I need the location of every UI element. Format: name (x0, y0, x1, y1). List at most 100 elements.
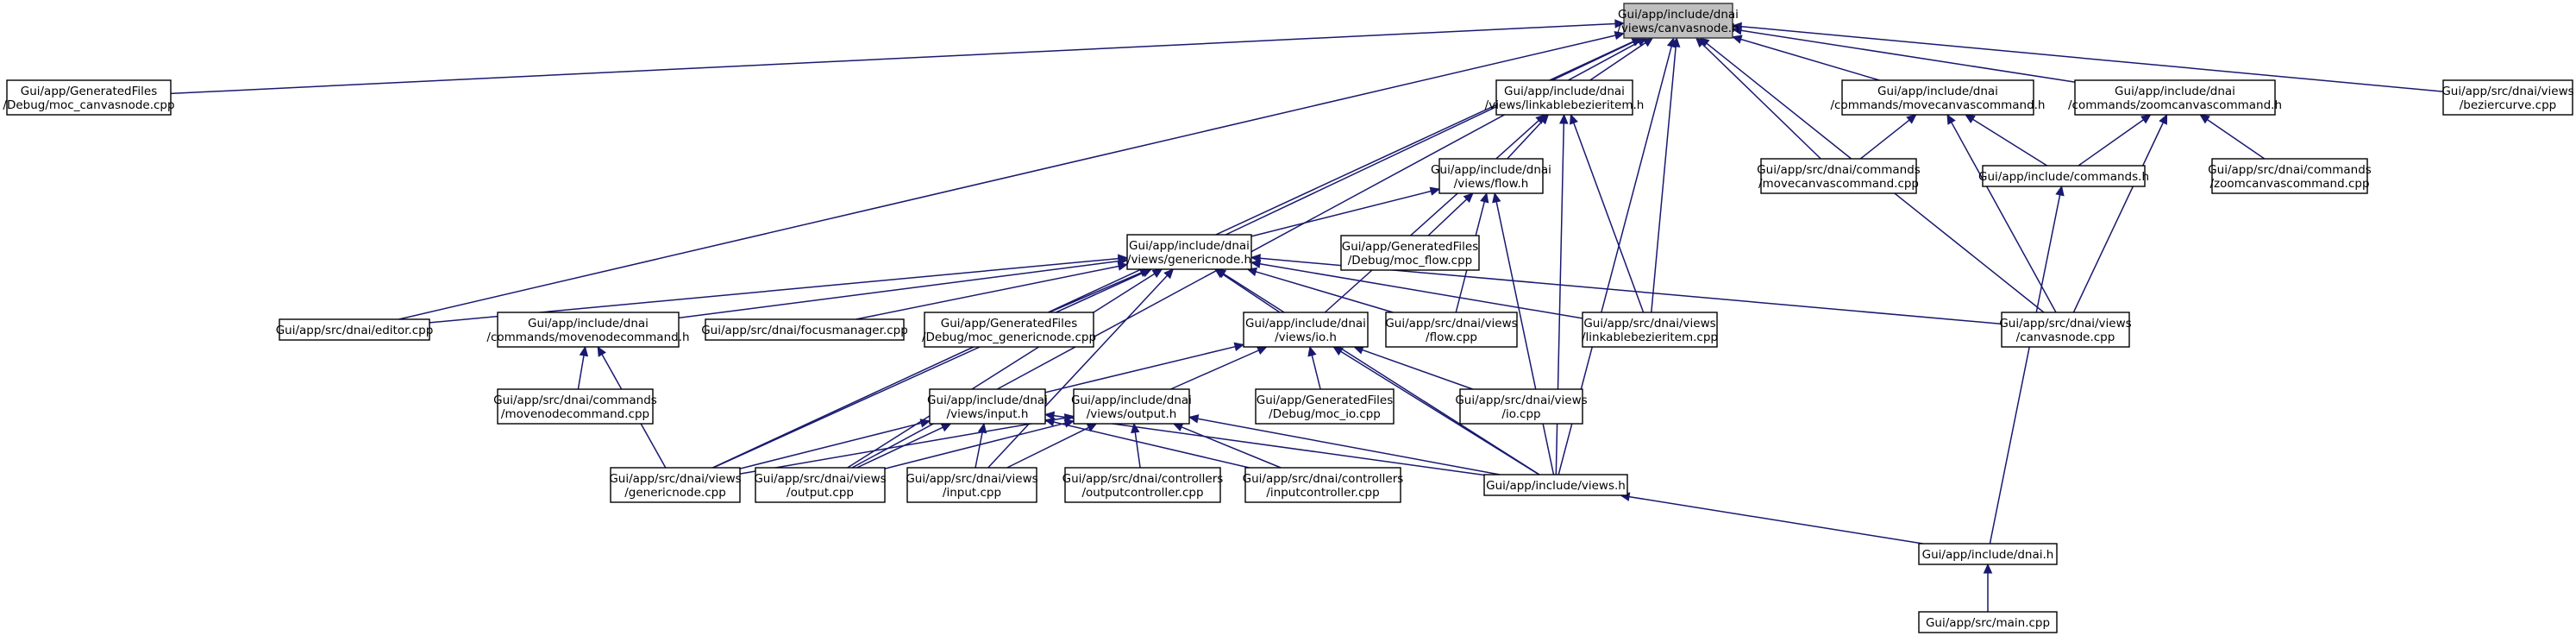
node-label-line: /views/input.h (947, 407, 1029, 421)
arrowhead-icon (1250, 259, 1262, 269)
edge-movecanvascommand_cpp-to-movecanvascommand_h (1859, 114, 1917, 160)
edge-line (1053, 421, 1250, 469)
node-beziercurve-cpp[interactable]: Gui/app/src/dnai/views/beziercurve.cpp (2441, 79, 2574, 116)
node-canvasnode-h[interactable]: Gui/app/include/dnai/views/canvasnode.h (1617, 3, 1739, 39)
node-flow-h[interactable]: Gui/app/include/dnai/views/flow.h (1431, 158, 1551, 194)
node-box (1438, 158, 1544, 194)
node-label-line: Gui/app/src/dnai/focusmanager.cpp (701, 324, 908, 337)
node-commands-h[interactable]: Gui/app/include/commands.h (1978, 165, 2149, 187)
node-flow-cpp[interactable]: Gui/app/src/dnai/views/flow.cpp (1385, 312, 1518, 348)
edge-line (739, 417, 1066, 475)
node-label-line: Gui/app/include/dnai (927, 394, 1048, 407)
node-canvasnode-cpp[interactable]: Gui/app/src/dnai/views/canvasnode.cpp (1999, 312, 2132, 348)
edge-line (1972, 118, 2048, 167)
edge-line (1989, 194, 2061, 545)
node-label-line: /input.cpp (943, 486, 1001, 500)
edge-genericnode_cpp-to-genericnode_h (712, 268, 1153, 469)
node-genericnode-cpp[interactable]: Gui/app/src/dnai/views/genericnode.cpp (609, 467, 742, 503)
arrowhead-icon (1172, 423, 1184, 431)
nodes-layer: Gui/app/include/dnai/views/canvasnode.hG… (3, 3, 2574, 633)
arrowhead-icon (919, 419, 931, 428)
node-linkablebezieritem-cpp[interactable]: Gui/app/src/dnai/views/linkablebezierite… (1582, 312, 1718, 348)
edge-line (170, 22, 1616, 95)
node-zoomcanvascommand-cpp[interactable]: Gui/app/src/dnai/commands/zoomcanvascomm… (2208, 158, 2372, 194)
node-label-line: Gui/app/src/dnai/commands (493, 394, 657, 407)
node-moc-canvasnode[interactable]: Gui/app/GeneratedFiles/Debug/moc_canvasn… (3, 79, 175, 116)
node-moc-genericnode[interactable]: Gui/app/GeneratedFiles/Debug/moc_generic… (922, 312, 1096, 348)
node-label-line: Gui/app/include/dnai (2115, 85, 2235, 98)
node-io-cpp[interactable]: Gui/app/src/dnai/views/io.cpp (1455, 388, 1588, 425)
node-views-h[interactable]: Gui/app/include/views.h (1483, 474, 1628, 496)
node-box (1385, 312, 1518, 348)
edge-focusmanager_cpp-to-genericnode_h (856, 261, 1129, 320)
arrowhead-icon (1063, 419, 1075, 428)
edge-line (1053, 414, 1485, 476)
node-focusmanager-cpp[interactable]: Gui/app/src/dnai/focusmanager.cpp (701, 318, 908, 341)
node-input-h[interactable]: Gui/app/include/dnai/views/input.h (927, 388, 1048, 425)
edge-line (1702, 43, 1821, 160)
node-movenodecommand-h[interactable]: Gui/app/include/dnai/commands/movenodeco… (486, 312, 690, 348)
node-input-cpp[interactable]: Gui/app/src/dnai/views/input.cpp (906, 467, 1038, 503)
edge-output_cpp-to-genericnode_h (847, 268, 1163, 469)
node-movecanvascommand-h[interactable]: Gui/app/include/dnai/commands/movecanvas… (1831, 79, 2046, 116)
node-label-line: Gui/app/src/dnai/views (1999, 317, 2131, 331)
node-box (1064, 467, 1221, 503)
arrowhead-icon (1731, 35, 1743, 44)
edge-io_h-to-linkablebezieritem_h (1324, 114, 1546, 313)
edge-line (1324, 120, 1539, 313)
arrowhead-icon (1307, 345, 1317, 357)
node-genericnode-h[interactable]: Gui/app/include/dnai/views/genericnode.h (1126, 234, 1252, 270)
node-inputcontroller-cpp[interactable]: Gui/app/src/dnai/controllers/inputcontro… (1243, 467, 1404, 503)
node-movecanvascommand-cpp[interactable]: Gui/app/src/dnai/commands/movecanvascomm… (1757, 158, 1921, 194)
node-movenodecommand-cpp[interactable]: Gui/app/src/dnai/commands/movenodecomman… (493, 388, 657, 425)
node-box (1841, 79, 2034, 116)
node-label-line: Gui/app/GeneratedFiles (941, 317, 1078, 331)
edge-linkablebezieritem_cpp-to-genericnode_h (1250, 259, 1583, 319)
node-label-line: /flow.cpp (1426, 331, 1477, 344)
node-label-line: Gui/app/src/dnai/views (1385, 317, 1517, 331)
node-linkablebezieritem-h[interactable]: Gui/app/include/dnai/views/linkablebezie… (1485, 79, 1645, 116)
arrowhead-icon (1965, 114, 1976, 124)
node-editor-cpp[interactable]: Gui/app/src/dnai/editor.cpp (276, 318, 434, 341)
edge-genericnode_h-to-flow_h (1250, 186, 1441, 237)
arrowhead-icon (597, 345, 606, 357)
edge-line (1197, 418, 1501, 475)
node-output-cpp[interactable]: Gui/app/src/dnai/views/output.cpp (754, 467, 887, 503)
arrowhead-icon (1215, 268, 1227, 279)
edge-movenodecommand_cpp-to-movenodecommand_h (577, 345, 589, 390)
node-moc-flow[interactable]: Gui/app/GeneratedFiles/Debug/moc_flow.cp… (1340, 235, 1480, 271)
node-box (1760, 158, 1917, 194)
edge-line (856, 426, 943, 469)
edge-line (1049, 272, 1142, 313)
node-label-line: Gui/app/include/dnai (1071, 394, 1192, 407)
node-label-line: Gui/app/include/dnai (1877, 85, 1998, 98)
edge-genericnode_h-to-canvasnode_h (1225, 37, 1643, 236)
node-label-line: /movenodecommand.cpp (501, 407, 649, 421)
arrowhead-icon (2199, 114, 2210, 124)
node-label-line: Gui/app/include/views.h (1486, 479, 1626, 493)
node-label-line: /beziercurve.cpp (2460, 98, 2557, 112)
node-label-line: Gui/app/GeneratedFiles (1342, 240, 1479, 254)
node-io-h[interactable]: Gui/app/include/dnai/views/io.h (1243, 312, 1369, 348)
edge-zoomcanvascommand_cpp-to-zoomcanvascommand_h (2199, 114, 2266, 160)
node-main-cpp[interactable]: Gui/app/src/main.cpp (1918, 611, 2058, 633)
node-label-line: /views/genericnode.h (1127, 253, 1251, 267)
edge-io_cpp-to-io_h (1353, 345, 1474, 390)
node-label-line: /commands/zoomcanvascommand.h (2068, 98, 2282, 112)
node-zoomcanvascommand-h[interactable]: Gui/app/include/dnai/commands/zoomcanvas… (2068, 79, 2282, 116)
node-label-line: Gui/app/include/dnai (1504, 85, 1625, 98)
node-box (1495, 79, 1633, 116)
node-label-line: Gui/app/src/dnai/controllers (1243, 472, 1404, 486)
node-output-h[interactable]: Gui/app/include/dnai/views/output.h (1071, 388, 1192, 425)
edge-line (1495, 201, 1555, 475)
node-moc-io[interactable]: Gui/app/GeneratedFiles/Debug/moc_io.cpp (1255, 388, 1395, 425)
node-box (1126, 234, 1252, 270)
node-dnai-h[interactable]: Gui/app/include/dnai.h (1918, 543, 2058, 565)
edge-line (1951, 122, 2057, 313)
node-label-line: /views/flow.h (1454, 177, 1529, 191)
edge-line (1362, 349, 1474, 390)
node-label-line: Gui/app/include/dnai (1618, 8, 1739, 22)
node-outputcontroller-cpp[interactable]: Gui/app/src/dnai/controllers/outputcontr… (1062, 467, 1224, 503)
edge-linkablebezieritem_h-to-canvasnode_h (1589, 37, 1654, 81)
edge-line (1740, 25, 2444, 92)
